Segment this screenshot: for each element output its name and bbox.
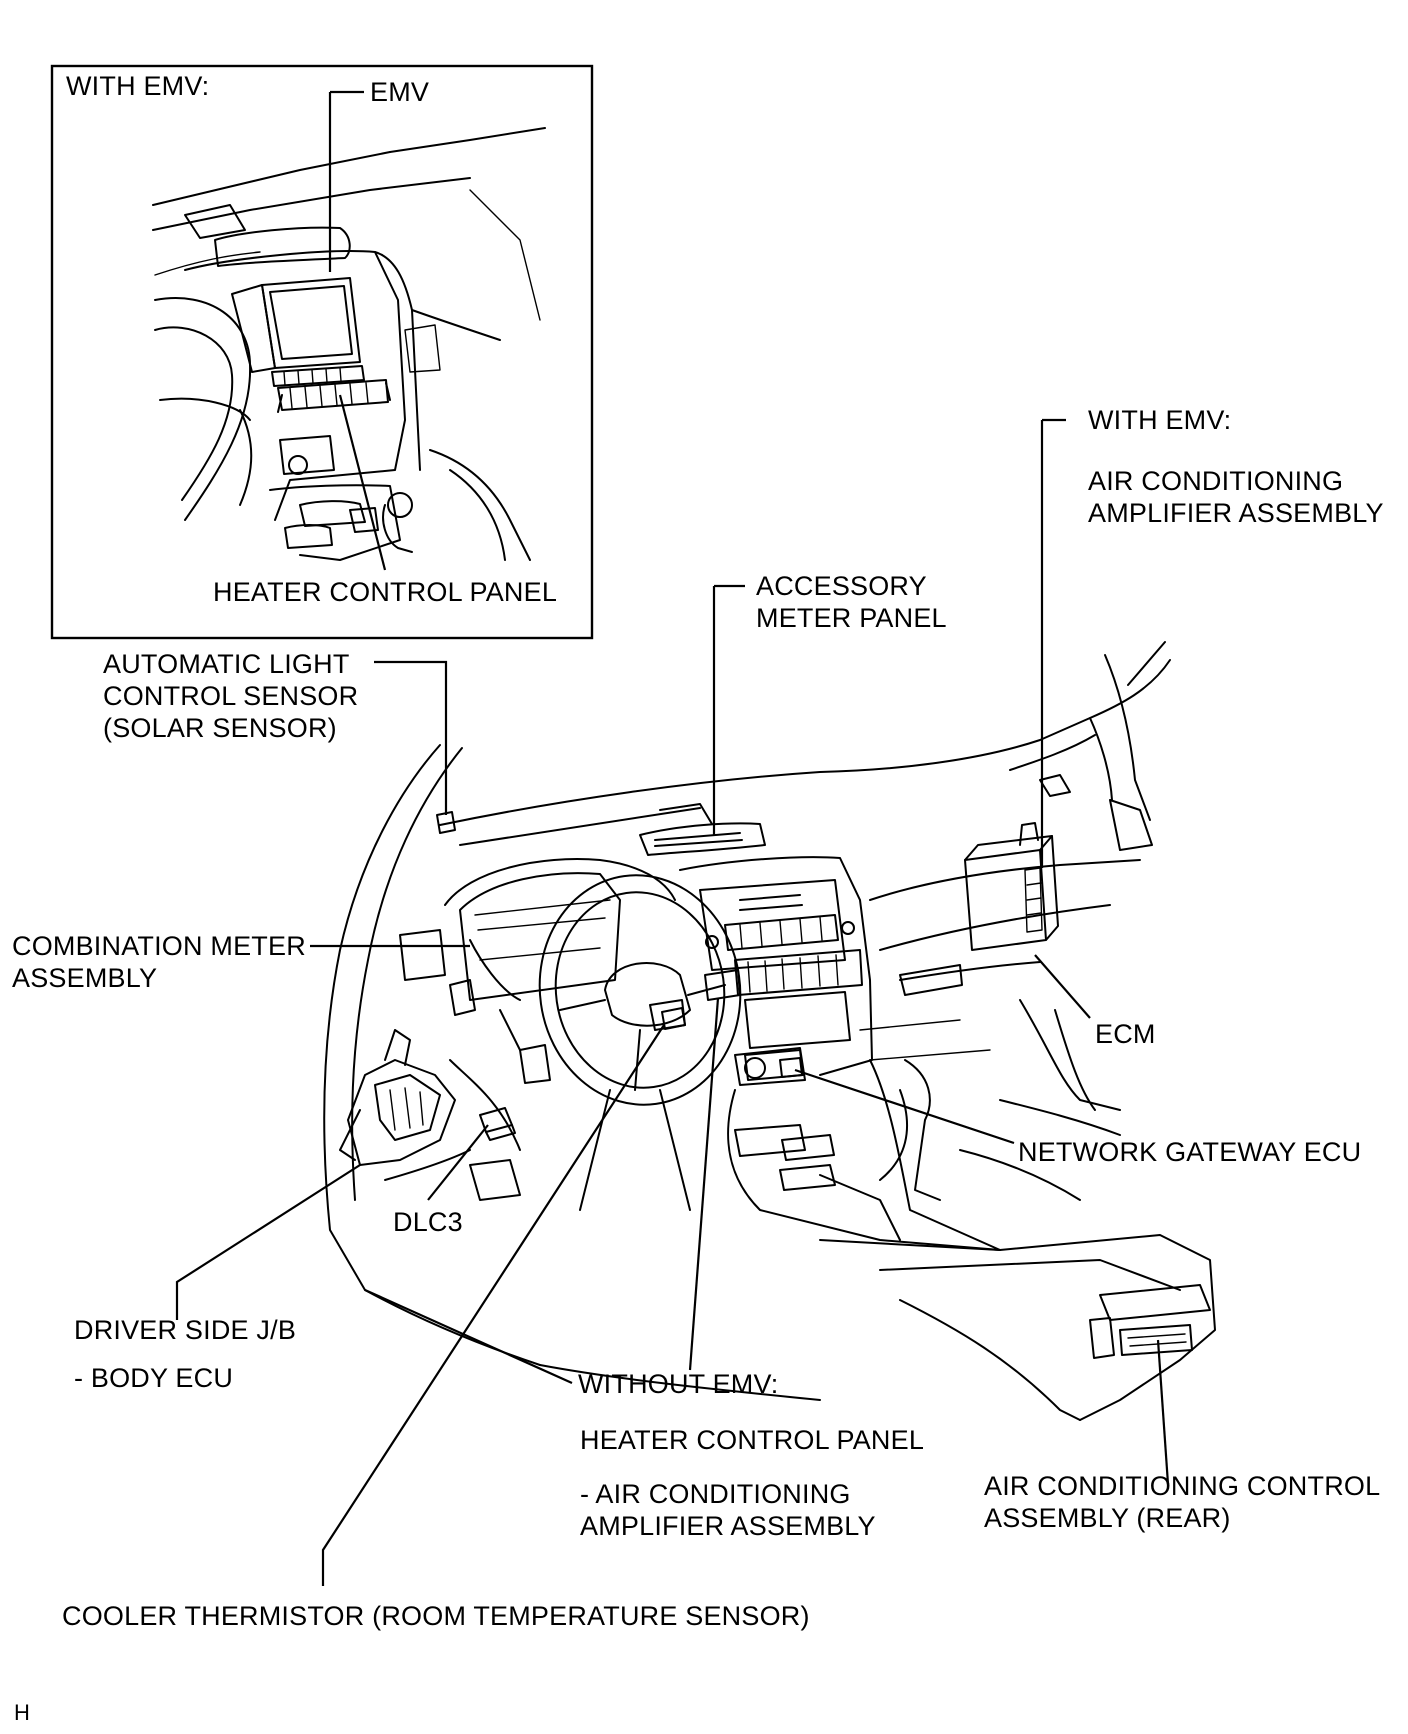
- corner-mark: H: [14, 1700, 31, 1725]
- label-network-gateway-ecu: NETWORK GATEWAY ECU: [1018, 1137, 1362, 1167]
- label-with-emv-right: WITH EMV:: [1088, 405, 1232, 435]
- label-dlc3: DLC3: [393, 1207, 463, 1237]
- label-cooler-thermistor: COOLER THERMISTOR (ROOM TEMPERATURE SENS…: [62, 1601, 810, 1631]
- leader-inset-heater-panel: [338, 394, 387, 571]
- leader-accessory-meter: [712, 584, 745, 835]
- dashboard-illustration: [323, 641, 1216, 1421]
- leader-without-emv-2: [364, 1288, 573, 1385]
- inset-illustration: [50, 64, 594, 640]
- leader-ac-control-rear: [1156, 1339, 1170, 1485]
- label-auto-light-sensor-line1: AUTOMATIC LIGHT: [103, 649, 350, 679]
- label-inset-heater-control-panel: HEATER CONTROL PANEL: [213, 577, 558, 607]
- label-ac-amplifier-sub-line1: - AIR CONDITIONING: [580, 1479, 851, 1509]
- leader-cooler-thermistor: [321, 1024, 665, 1586]
- label-emv: EMV: [370, 77, 430, 107]
- label-ac-amplifier-sub-line2: AMPLIFIER ASSEMBLY: [580, 1511, 876, 1541]
- leader-without-emv: [688, 997, 720, 1371]
- leader-dlc3: [427, 1124, 489, 1201]
- label-auto-light-sensor-line3: (SOLAR SENSOR): [103, 713, 337, 743]
- leader-ecm: [1034, 954, 1091, 1019]
- label-ac-amplifier-line1: AIR CONDITIONING: [1088, 466, 1344, 496]
- label-ac-control-rear-line2: ASSEMBLY (REAR): [984, 1503, 1231, 1533]
- leader-lines: [175, 418, 1170, 1586]
- leader-solar-sensor: [374, 660, 448, 815]
- label-ac-amplifier-line2: AMPLIFIER ASSEMBLY: [1088, 498, 1384, 528]
- inset-title: WITH EMV:: [66, 71, 210, 101]
- leader-driver-jb: [175, 1164, 361, 1320]
- label-driver-side-jb: DRIVER SIDE J/B: [74, 1315, 297, 1345]
- label-ecm: ECM: [1095, 1019, 1156, 1049]
- label-without-emv: WITHOUT EMV:: [578, 1369, 779, 1399]
- label-body-ecu: - BODY ECU: [74, 1363, 234, 1393]
- leader-emv: [328, 90, 364, 272]
- label-accessory-meter-line2: METER PANEL: [756, 603, 947, 633]
- leader-with-emv-right: [1040, 418, 1066, 868]
- label-accessory-meter-line1: ACCESSORY: [756, 571, 927, 601]
- inset-frame: [50, 64, 594, 640]
- leader-network-gateway: [794, 1068, 1015, 1145]
- label-combination-meter-line2: ASSEMBLY: [12, 963, 158, 993]
- label-auto-light-sensor-line2: CONTROL SENSOR: [103, 681, 359, 711]
- label-combination-meter-line1: COMBINATION METER: [12, 931, 306, 961]
- label-ac-control-rear-line1: AIR CONDITIONING CONTROL: [984, 1471, 1381, 1501]
- label-heater-control-panel: HEATER CONTROL PANEL: [580, 1425, 925, 1455]
